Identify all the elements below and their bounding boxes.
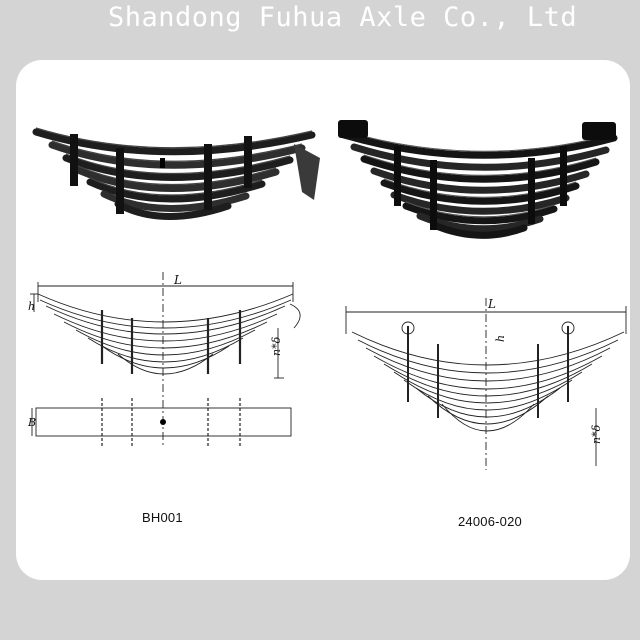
product-card: L h n*δ B [16, 60, 630, 580]
dim-label-arc-height: h [28, 300, 35, 313]
watermark-brand: Shandong Fuhua Axle Co., Ltd [108, 2, 578, 33]
leaf-spring-photo-left [32, 127, 320, 220]
dim-label-length: L [487, 298, 496, 311]
dim-label-leaf-thickness: n*δ [590, 424, 603, 444]
dim-label-leaf-thickness: n*δ [270, 336, 283, 356]
leaf-spring-photo-right [338, 120, 618, 239]
leaf-spring-drawing-bh001: L h n*δ B [28, 272, 301, 448]
dim-label-arc-height: h [494, 335, 507, 342]
caption-bh001: BH001 [142, 510, 183, 525]
leaf-spring-drawing-24006-020: L h n*δ [345, 298, 627, 470]
caption-24006-020: 24006-020 [458, 514, 522, 529]
dim-label-width: B [28, 416, 36, 429]
dim-label-length: L [173, 273, 182, 287]
